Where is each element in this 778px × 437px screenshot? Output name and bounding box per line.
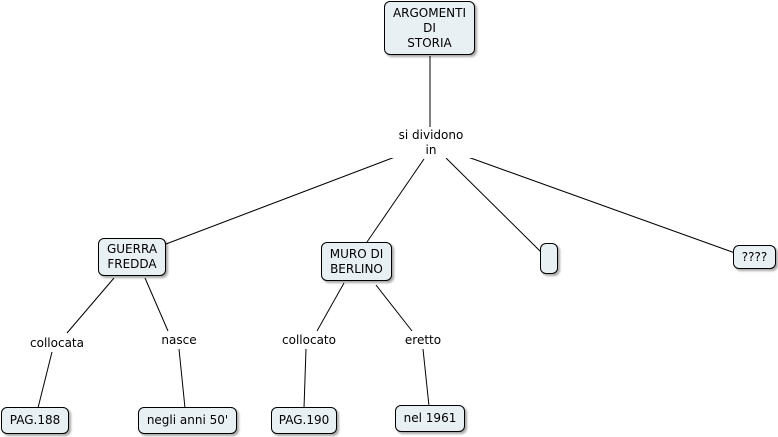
line-muro-to-collocato	[316, 282, 345, 332]
link-nasce[interactable]: nasce	[156, 333, 202, 348]
concept-muro-di-berlino[interactable]: MURO DI BERLINO	[321, 242, 392, 281]
line-collocato-to-pag-190	[303, 348, 307, 409]
line-collocata-to-pag-188	[37, 351, 53, 409]
line-eretto-to-nel-1961	[422, 348, 430, 407]
line-si-dividono-to-muro	[366, 158, 425, 243]
link-collocata[interactable]: collocata	[26, 336, 88, 351]
concept-pag-188[interactable]: PAG.188	[1, 407, 69, 434]
line-si-dividono-to-unknown	[464, 155, 736, 254]
concept-negli-anni-50[interactable]: negli anni 50'	[138, 407, 237, 434]
link-si-dividono-in[interactable]: si dividono in	[390, 128, 472, 158]
link-collocato[interactable]: collocato	[276, 333, 342, 348]
line-si-dividono-to-empty	[445, 157, 543, 254]
concept-argomenti-di-storia[interactable]: ARGOMENTI DI STORIA	[384, 1, 475, 55]
line-si-dividono-to-guerra-fredda	[165, 156, 396, 245]
concept-empty[interactable]	[540, 243, 558, 274]
line-guerra-fredda-to-collocata	[66, 277, 115, 334]
line-muro-to-eretto	[375, 284, 413, 332]
link-eretto[interactable]: eretto	[400, 333, 446, 348]
concept-guerra-fredda[interactable]: GUERRA FREDDA	[98, 238, 166, 276]
line-guerra-fredda-to-nasce	[144, 277, 169, 332]
concept-unknown[interactable]: ????	[733, 245, 776, 269]
concept-nel-1961[interactable]: nel 1961	[395, 405, 465, 432]
line-nasce-to-anni-50	[178, 348, 186, 409]
concept-pag-190[interactable]: PAG.190	[271, 407, 337, 434]
